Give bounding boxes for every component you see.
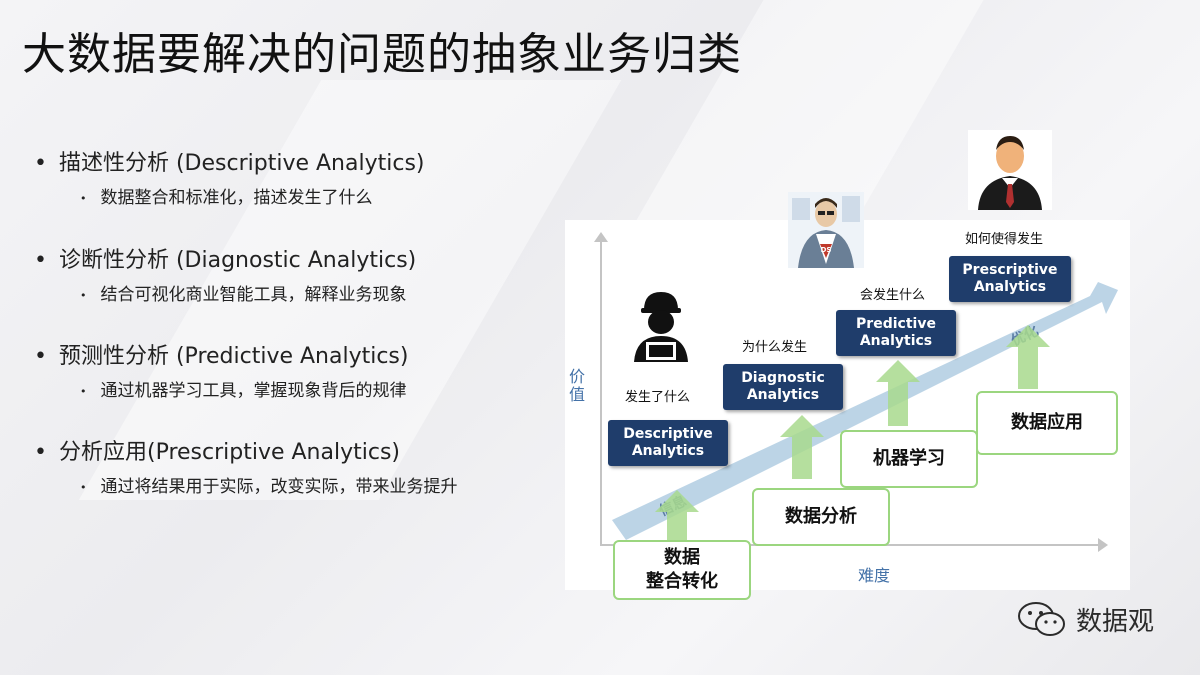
x-axis-arrowhead [1098,538,1108,552]
caption-how-make-happen: 如何使得发生 [965,232,1044,247]
caption-what-will-happen: 会发生什么 [860,288,926,303]
slide-title: 大数据要解决的问题的抽象业务归类 [22,29,742,80]
worker-avatar-icon [620,282,702,364]
bullet-predictive: •预测性分析 (Predictive Analytics) [34,344,409,369]
watermark-text: 数据观 [1076,606,1155,637]
y-axis-label: 价值 [568,367,585,404]
step-data-analysis: 数据分析 [752,488,890,546]
up-arrow-4 [1006,325,1050,389]
up-arrow-3 [876,360,920,426]
progress-arrow-shape [612,282,1118,540]
sub-bullet-predictive: •通过机器学习工具，掌握现象背后的规律 [80,381,407,401]
data-scientist-avatar-icon: DS [788,192,864,268]
bullet-diagnostic: •诊断性分析 (Diagnostic Analytics) [34,248,417,273]
wechat-icon [1018,602,1065,636]
caption-why-happened: 为什么发生 [742,340,808,355]
up-arrow-2 [780,415,824,479]
up-arrow-1 [655,490,699,542]
x-axis-label: 难度 [858,566,891,585]
sub-bullet-descriptive: •数据整合和标准化，描述发生了什么 [80,188,373,208]
sub-bullet-prescriptive: •通过将结果用于实际，改变实际，带来业务提升 [80,477,458,497]
y-axis [600,240,602,545]
watermark: 数据观 [1016,600,1154,638]
diagram-panel-extension [783,560,1078,590]
step-data-application: 数据应用 [976,391,1118,455]
executive-avatar-icon [968,130,1052,210]
step-machine-learning: 机器学习 [840,430,978,488]
y-axis-arrowhead [594,232,608,242]
ds-badge: DS [821,246,832,254]
caption-what-happened: 发生了什么 [625,390,691,405]
bullet-descriptive: •描述性分析 (Descriptive Analytics) [34,151,425,176]
bullet-prescriptive: •分析应用(Prescriptive Analytics) [34,440,400,465]
sub-bullet-diagnostic: •结合可视化商业智能工具，解释业务现象 [80,285,407,305]
step-data-integration: 数据整合转化 [613,540,751,600]
